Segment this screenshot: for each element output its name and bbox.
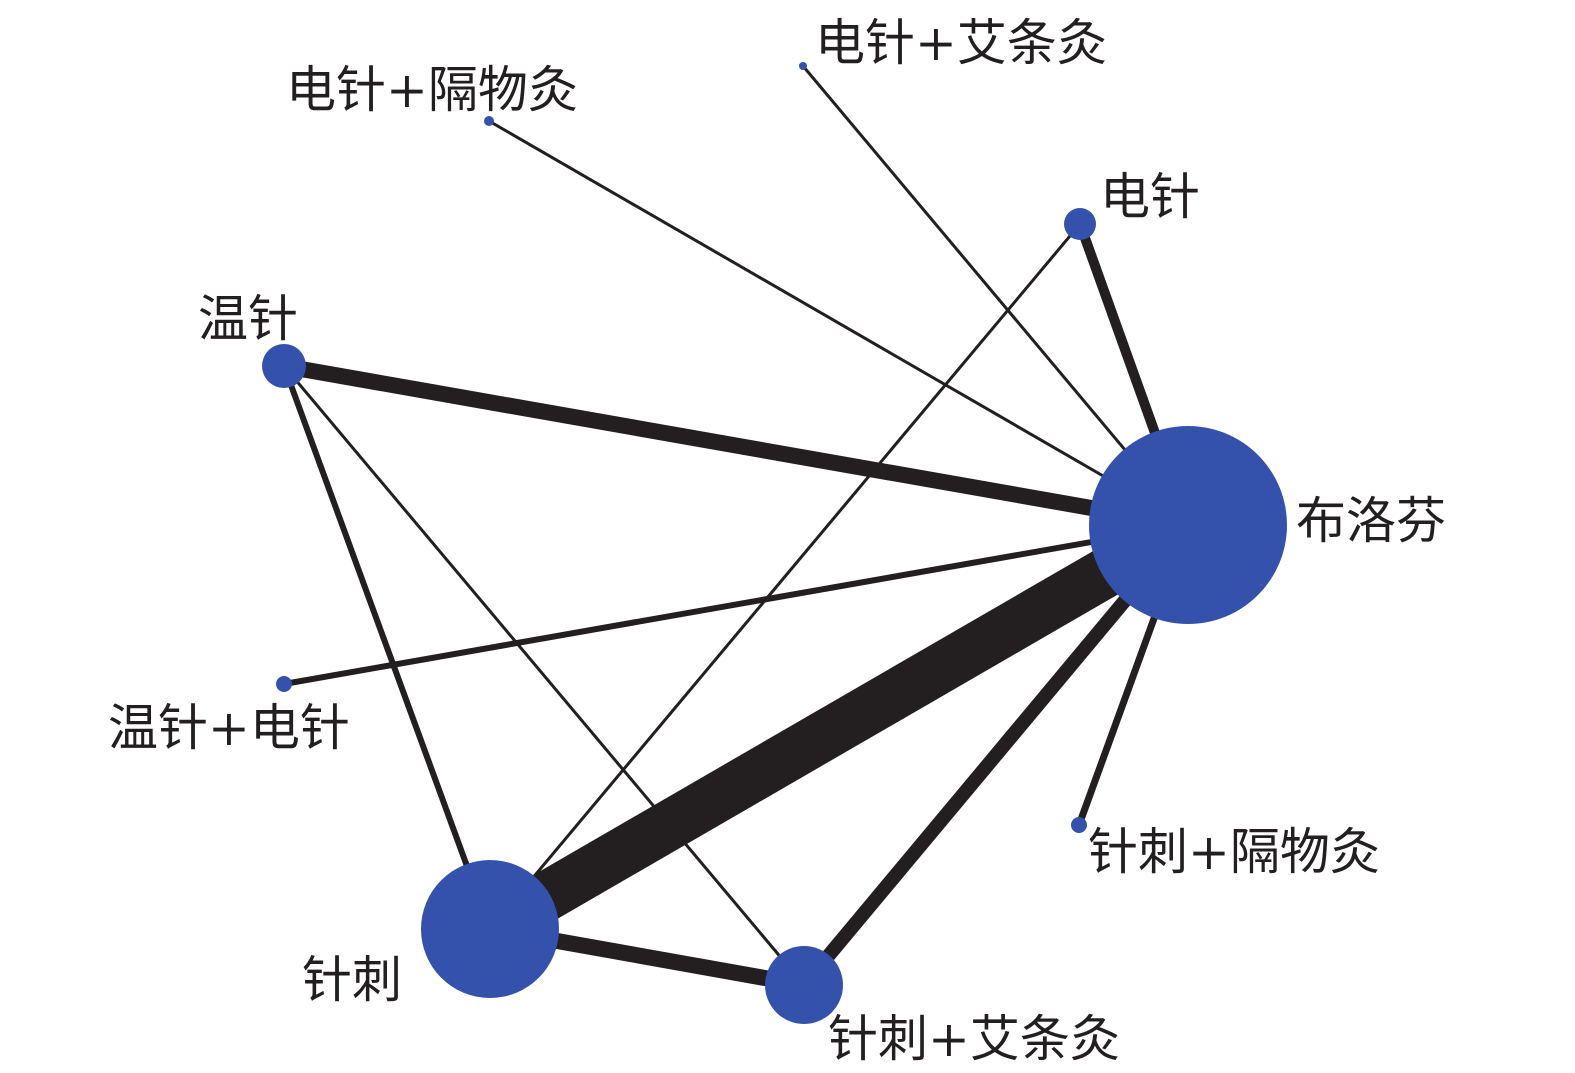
node-buluofen [1089,426,1287,624]
node-wenzhen_dianzhen [276,676,292,692]
node-label-zhenci: 针刺 [302,951,402,1009]
edges-layer [281,65,1201,993]
edge-wenzhen_dianzhen-buluofen [283,522,1189,687]
node-wenzhen [262,344,306,388]
edge-dianzhen_aitiaojiu-buluofen [801,65,1190,526]
node-label-dianzhen: 电针 [1100,168,1200,226]
nodes-layer [262,62,1287,1024]
node-dianzhen_gewujiu [484,116,494,126]
edge-zhenci-buluofen [477,503,1201,951]
node-label-wenzhen: 温针 [198,290,298,348]
edge-dianzhen-zhenci [488,223,1082,930]
edge-wenzhen-buluofen [282,358,1190,533]
node-zhenci_gewujiu [1071,817,1087,833]
node-label-zhenci_gewujiu: 针刺+隔物灸 [1088,823,1380,881]
node-dianzhen_aitiaojiu [799,62,807,70]
edge-zhenci_aitiaojiu-buluofen [798,520,1194,990]
edge-wenzhen-zhenci_aitiaojiu [282,365,806,986]
edge-wenzhen-zhenci [281,364,493,931]
node-label-dianzhen_aitiaojiu: 电针+艾条灸 [815,14,1107,72]
node-label-wenzhen_dianzhen: 温针+电针 [108,699,350,757]
node-zhenci [421,860,559,998]
node-zhenci_aitiaojiu [765,946,843,1024]
node-label-zhenci_aitiaojiu: 针刺+艾条灸 [828,1010,1120,1068]
node-label-buluofen: 布洛芬 [1296,492,1446,550]
edge-dianzhen_gewujiu-buluofen [488,119,1189,527]
node-dianzhen [1064,208,1096,240]
node-label-dianzhen_gewujiu: 电针+隔物灸 [286,61,578,119]
